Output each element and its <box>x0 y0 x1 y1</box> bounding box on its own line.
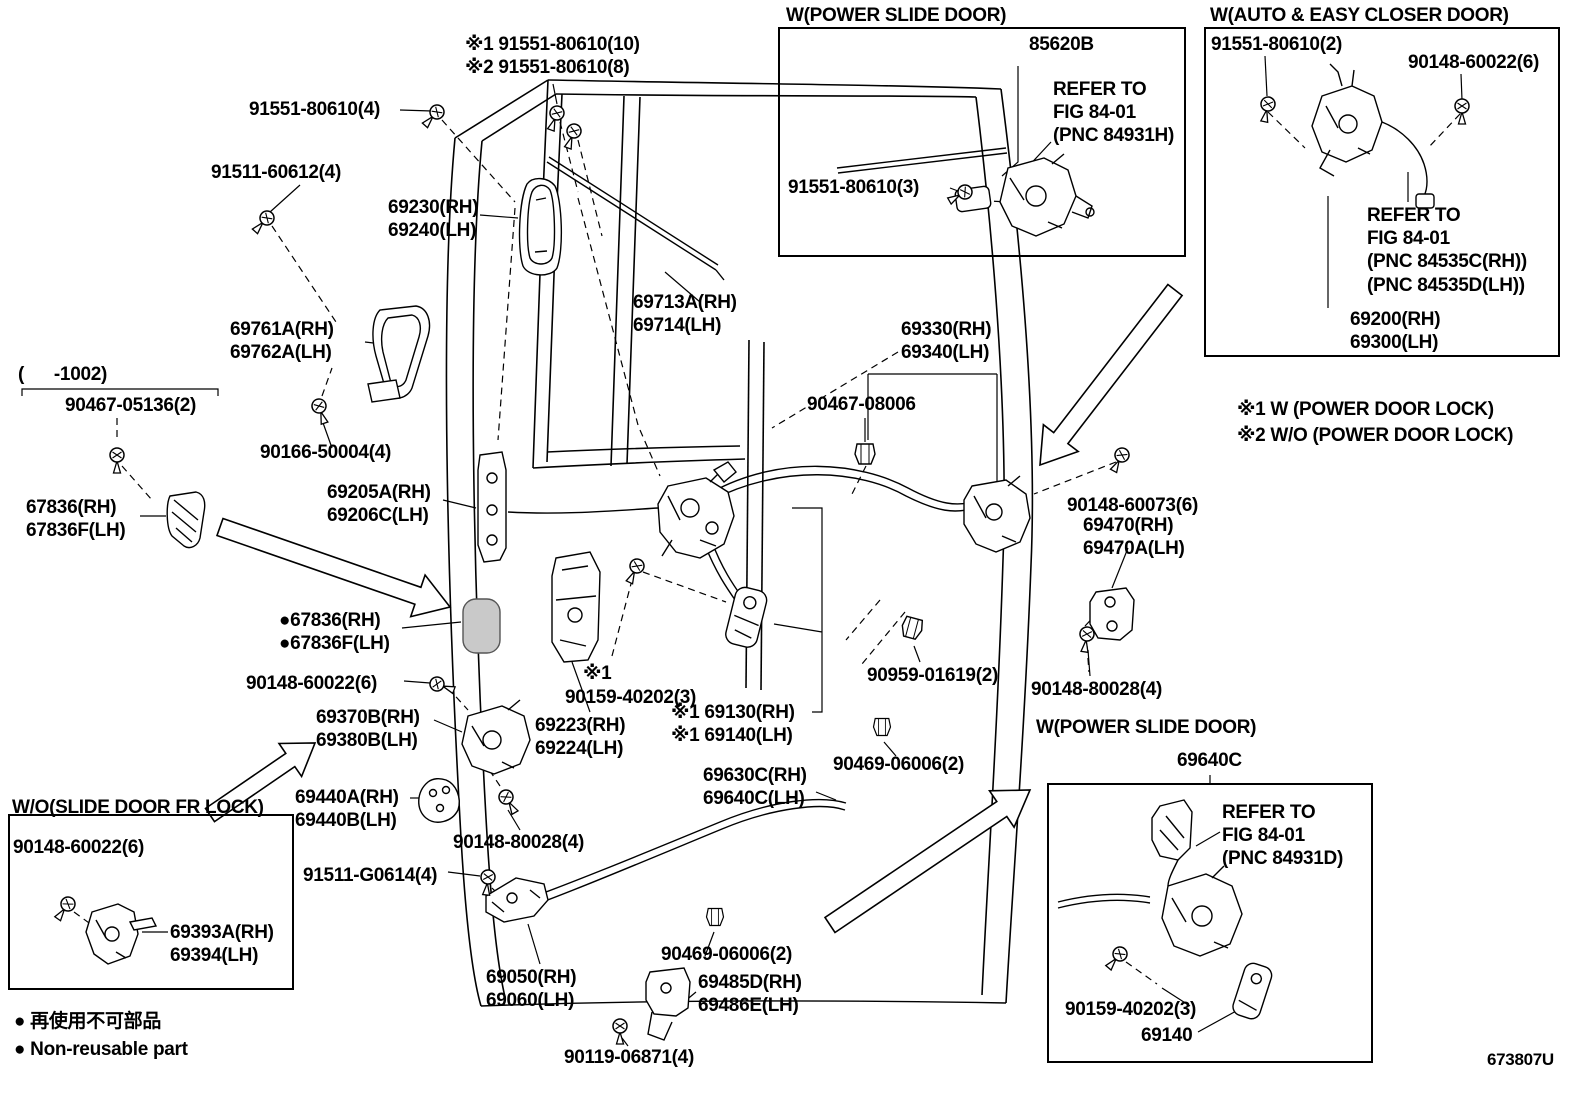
inset-box-wo-slide-door-fr-lock <box>8 814 294 990</box>
cover-67836-part <box>462 598 501 654</box>
part-label-69200: 69200(RH) 69300(LH) <box>1350 309 1441 354</box>
arrow-to-cover <box>215 517 452 618</box>
part-label-90148-60022-bottomleft: 90148-60022(6) <box>13 837 145 858</box>
handle-69230-part <box>518 177 563 276</box>
part-label-90469-06006-bottom: 90469-06006(2) <box>661 944 793 965</box>
lock-69370b-part <box>461 699 531 775</box>
link-69223-part <box>551 551 601 663</box>
inset-box-power-slide-door-top <box>778 27 1186 257</box>
inset-box-auto-easy-closer <box>1204 27 1560 357</box>
part-label-69393a: 69393A(RH) 69394(LH) <box>170 922 274 967</box>
part-label-85620b: 85620B <box>1029 34 1094 55</box>
lock-69393a-part <box>85 903 158 965</box>
part-label-91551-2: 91551-80610(2) <box>1211 34 1343 55</box>
part-label-69230: 69230(RH) 69240(LH) <box>388 197 479 242</box>
note-power-door-lock-1: ※1 W (POWER DOOR LOCK) <box>1237 399 1494 420</box>
part-label-90148-60073: 90148-60073(6) <box>1067 495 1199 516</box>
bezel-69761a-part <box>367 305 431 403</box>
part-label-69713a: 69713A(RH) 69714(LH) <box>633 292 737 337</box>
inset-title-power-slide-door-bottom: W(POWER SLIDE DOOR) <box>1036 717 1257 738</box>
part-label-67836: 67836(RH) 67836F(LH) <box>26 497 126 542</box>
actuator-69130-part <box>725 586 768 648</box>
refer-note-bottom: REFER TO FIG 84-01 (PNC 84931D) <box>1222 802 1344 870</box>
part-label-90469-06006-mid: 90469-06006(2) <box>833 754 965 775</box>
part-label-91511-g0614: 91511-G0614(4) <box>303 865 438 886</box>
lock-69330-part <box>657 461 737 559</box>
refer-note-top: REFER TO FIG 84-01 (PNC 84931H) <box>1053 79 1175 147</box>
hinge-69485d-part <box>645 967 691 1041</box>
part-label-90159-box: 90159-40202(3) <box>1065 999 1197 1020</box>
arrow-to-front-lock <box>204 742 317 823</box>
refer-note-right: REFER TO FIG 84-01 (PNC 84535C(RH)) (PNC… <box>1367 205 1527 296</box>
inset-title-wo-slide-door-fr-lock: W/O(SLIDE DOOR FR LOCK) <box>12 797 264 818</box>
inset-box-power-slide-door-bottom <box>1047 783 1373 1063</box>
part-label-91551-note: ※1 91551-80610(10) ※2 91551-80610(8) <box>465 34 640 79</box>
part-label-69640c: 69640C <box>1177 750 1242 771</box>
part-label-90148-80028-right: 90148-80028(4) <box>1031 679 1163 700</box>
part-label-91551-3: 91551-80610(3) <box>788 177 920 198</box>
legend-nonreusable-jp: ● 再使用不可部品 <box>14 1011 162 1032</box>
part-label-69485d: 69485D(RH) 69486E(LH) <box>698 972 802 1017</box>
part-label-69223: 69223(RH) 69224(LH) <box>535 715 626 760</box>
part-label-90166-50004: 90166-50004(4) <box>260 442 392 463</box>
actuator-69140-part <box>1232 962 1273 1020</box>
screw-icon <box>109 447 125 474</box>
part-label-69205a: 69205A(RH) 69206C(LH) <box>327 482 431 527</box>
part-label-90119-06871: 90119-06871(4) <box>564 1047 694 1068</box>
part-label-90959-01619: 90959-01619(2) <box>867 665 999 686</box>
plate-69440a-part <box>418 777 460 823</box>
drawing-number: 673807U <box>1487 1050 1554 1069</box>
part-label-67836-nonreusable: ●67836(RH) ●67836F(LH) <box>279 610 390 655</box>
part-label-90148-60022-topright: 90148-60022(6) <box>1408 52 1540 73</box>
parts-layer <box>85 63 1435 1041</box>
part-label-69130: ※1 69130(RH) ※1 69140(LH) <box>671 702 795 747</box>
part-label-69761a: 69761A(RH) 69762A(LH) <box>230 319 334 364</box>
closer-69200-part <box>1311 63 1435 209</box>
arrow-to-inset <box>823 789 1032 934</box>
date-range-label: ( -1002) <box>18 364 108 385</box>
bracket-69050-part <box>485 877 549 923</box>
screw-icon <box>612 1018 628 1045</box>
part-label-91551-4: 91551-80610(4) <box>249 99 381 120</box>
screw-icon <box>1106 444 1133 475</box>
part-label-69140: 69140 <box>1141 1025 1193 1046</box>
part-label-69330: 69330(RH) 69340(LH) <box>901 319 992 364</box>
note-power-door-lock-2: ※2 W/O (POWER DOOR LOCK) <box>1237 425 1514 446</box>
screw-icon <box>1076 625 1096 654</box>
inset-title-power-slide-door-top: W(POWER SLIDE DOOR) <box>786 5 1007 26</box>
part-label-90159-40202: 90159-40202(3) <box>565 687 697 708</box>
part-label-69470: 69470(RH) 69470A(LH) <box>1083 515 1185 560</box>
part-label-90467-08006: 90467-08006 <box>807 394 916 415</box>
inset-title-auto-easy-closer: W(AUTO & EASY CLOSER DOOR) <box>1210 5 1509 26</box>
screw-icon <box>419 101 448 131</box>
door-outline <box>445 79 1034 1007</box>
cover-67836-left-part <box>166 491 206 549</box>
screw-icon <box>309 396 332 427</box>
frame-69205a-part <box>477 451 507 563</box>
part-label-69630c: 69630C(RH) 69640C(LH) <box>703 765 807 810</box>
screw-icon <box>249 207 278 237</box>
legend-nonreusable-en: ● Non-reusable part <box>14 1039 188 1060</box>
part-label-90148-80028-left: 90148-80028(4) <box>453 832 585 853</box>
part-label-90467-05136: 90467-05136(2) <box>65 395 197 416</box>
part-label-69370b: 69370B(RH) 69380B(LH) <box>316 707 420 752</box>
screw-icon <box>427 674 458 698</box>
lock-84931d-part <box>1151 799 1243 957</box>
direction-arrows <box>204 283 1184 934</box>
part-label-91511-60612: 91511-60612(4) <box>211 162 341 183</box>
note-x1-label: ※1 <box>583 663 612 684</box>
striker-69470a-part <box>1089 587 1135 641</box>
part-label-90148-60022-mid: 90148-60022(6) <box>246 673 378 694</box>
screw-icon <box>622 555 648 587</box>
lock-69470-part <box>963 475 1031 553</box>
part-label-69440a: 69440A(RH) 69440B(LH) <box>295 787 399 832</box>
arrow-to-right-lock <box>1039 283 1184 467</box>
part-label-69050: 69050(RH) 69060(LH) <box>486 967 577 1012</box>
